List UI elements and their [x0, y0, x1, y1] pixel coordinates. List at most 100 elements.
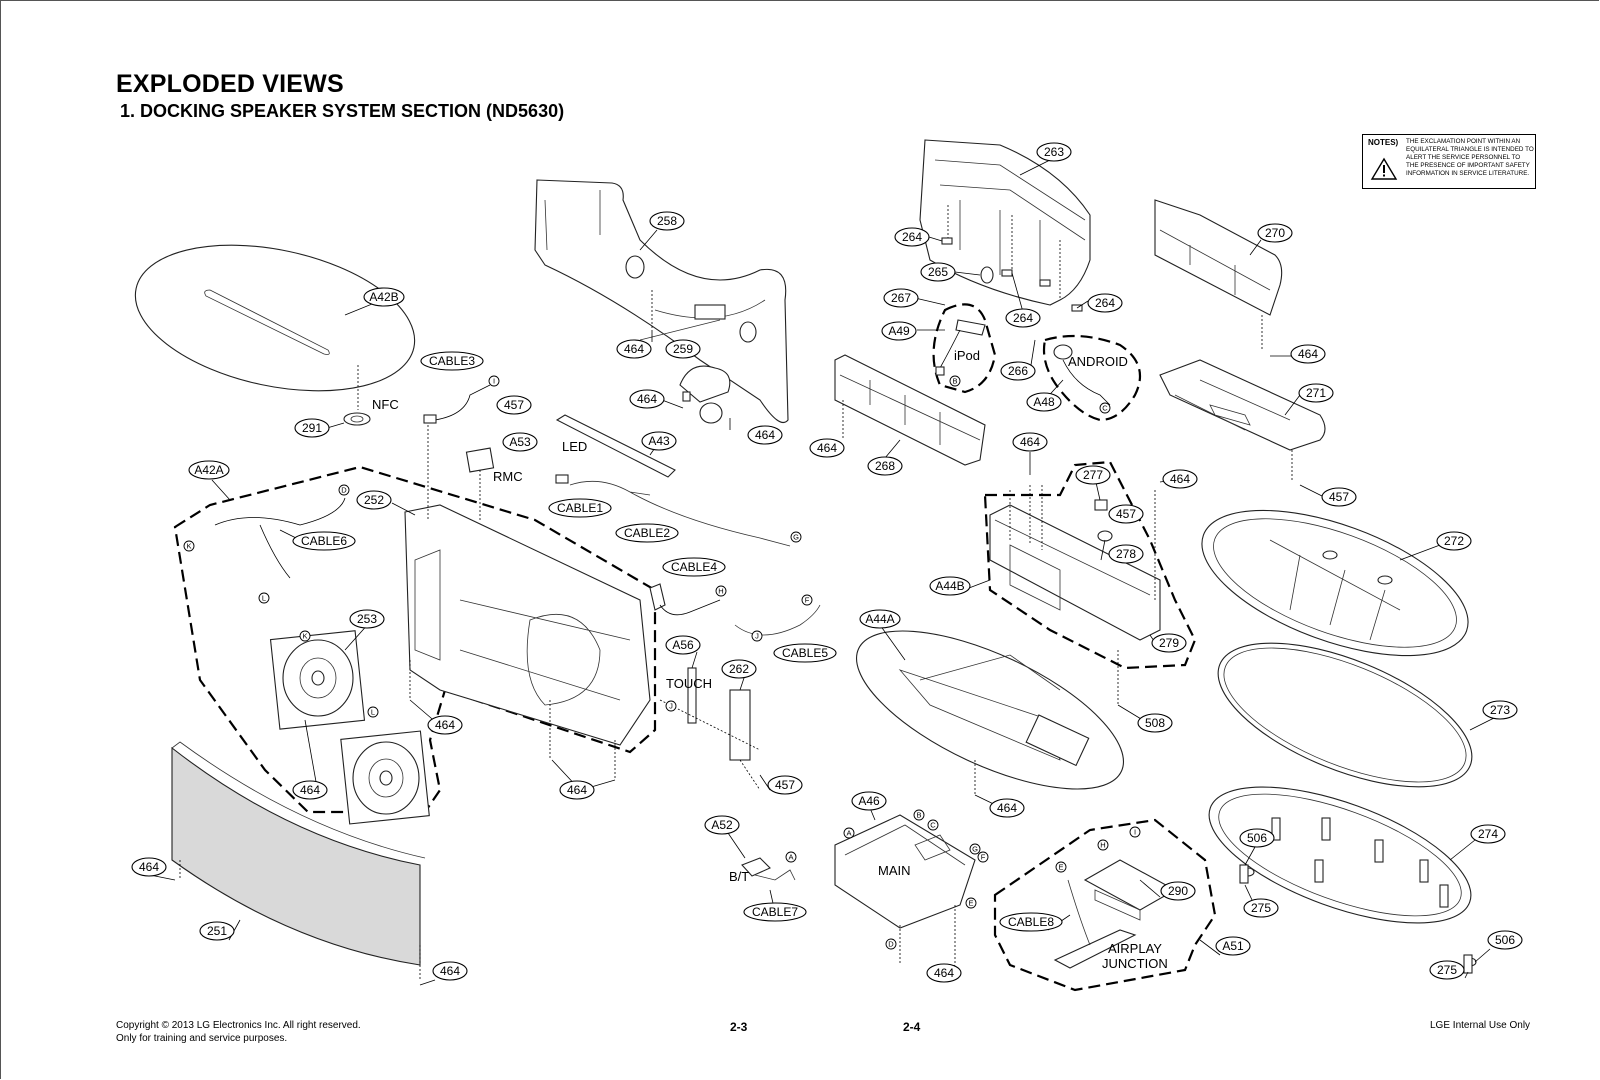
svg-text:B: B	[916, 811, 921, 820]
callout-a42b: A42B	[363, 287, 405, 307]
svg-text:CABLE6: CABLE6	[301, 534, 347, 548]
page-number-right: 2-4	[903, 1020, 921, 1034]
part-front-grille	[171, 741, 426, 980]
callout-275a: 275	[1243, 898, 1279, 918]
callout-464d: 464	[747, 425, 783, 445]
callout-265: 265	[920, 262, 956, 282]
marker-k-1: K	[183, 540, 195, 552]
marker-e-2: E	[1055, 861, 1067, 873]
svg-text:A52: A52	[711, 818, 733, 832]
part-main-board	[834, 814, 976, 965]
svg-text:L: L	[371, 708, 375, 717]
marker-j-1: J	[751, 630, 763, 642]
part-ipod-connector	[932, 303, 997, 394]
callout-a44a: A44A	[859, 609, 901, 629]
svg-text:A: A	[788, 853, 793, 862]
label-nfc: NFC	[372, 397, 399, 412]
marker-c-1: C	[1099, 402, 1111, 414]
svg-text:D: D	[341, 486, 347, 495]
svg-text:A43: A43	[648, 434, 670, 448]
callout-251: 251	[199, 921, 235, 941]
svg-text:457: 457	[1116, 507, 1136, 521]
part-cables-touch	[649, 583, 821, 791]
copyright-line-1: Copyright © 2013 LG Electronics Inc. All…	[116, 1020, 361, 1031]
leader-lines	[149, 159, 1495, 986]
footer-internal-use: LGE Internal Use Only	[1430, 1020, 1531, 1031]
part-front-bar-268	[834, 354, 986, 466]
svg-text:464: 464	[139, 860, 159, 874]
marker-i-2: I	[1129, 826, 1141, 838]
svg-text:C: C	[930, 821, 936, 830]
svg-text:A44B: A44B	[935, 579, 964, 593]
svg-text:F: F	[805, 596, 810, 605]
callout-464c: 464	[629, 389, 665, 409]
marker-d-2: D	[885, 938, 897, 950]
callout-506b: 506	[1487, 930, 1523, 950]
svg-text:263: 263	[1044, 145, 1064, 159]
svg-text:CABLE3: CABLE3	[429, 354, 475, 368]
svg-text:F: F	[981, 853, 986, 862]
part-rmc-board	[423, 384, 495, 520]
svg-text:464: 464	[624, 342, 644, 356]
marker-l-2: L	[367, 706, 379, 718]
warning-triangle-icon	[1370, 157, 1398, 180]
svg-text:464: 464	[300, 783, 320, 797]
part-base-274	[1208, 786, 1477, 967]
svg-text:A: A	[846, 829, 851, 838]
svg-text:464: 464	[435, 718, 455, 732]
label-bt: B/T	[729, 869, 749, 884]
marker-b-2: B	[913, 809, 925, 821]
svg-text:CABLE7: CABLE7	[752, 905, 798, 919]
svg-text:506: 506	[1495, 933, 1515, 947]
svg-text:258: 258	[657, 214, 677, 228]
page-title: EXPLODED VIEWS	[116, 70, 344, 98]
svg-text:264: 264	[1095, 296, 1115, 310]
svg-text:A42B: A42B	[369, 290, 398, 304]
svg-text:262: 262	[729, 662, 749, 676]
footer-copyright: Copyright © 2013 LG Electronics Inc. All…	[116, 1019, 361, 1045]
part-ring-273	[1217, 642, 1473, 788]
svg-text:279: 279	[1159, 636, 1179, 650]
svg-text:275: 275	[1251, 901, 1271, 915]
part-module-a44b	[983, 460, 1197, 705]
callout-290: 290	[1160, 881, 1196, 901]
svg-text:H: H	[718, 587, 723, 596]
callout-279: 279	[1151, 633, 1187, 653]
callout-457d: 457	[767, 775, 803, 795]
callout-464k: 464	[989, 798, 1025, 818]
svg-text:457: 457	[504, 398, 524, 412]
svg-text:274: 274	[1478, 827, 1498, 841]
svg-text:B: B	[952, 377, 957, 386]
part-top-cover	[134, 244, 416, 426]
callout-464b: 464	[1290, 344, 1326, 364]
marker-j-2: J	[665, 700, 677, 712]
svg-text:464: 464	[755, 428, 775, 442]
label-ipod: iPod	[954, 348, 980, 363]
callout-264c: 264	[1005, 308, 1041, 328]
svg-text:G: G	[793, 533, 799, 542]
part-foot-screws	[1239, 864, 1473, 974]
callout-268: 268	[867, 456, 903, 476]
svg-text:464: 464	[637, 392, 657, 406]
notes-box: NOTES) THE EXCLAMATION POINT WITHIN AN E…	[1362, 134, 1536, 189]
callout-cable3: CABLE3	[420, 351, 484, 371]
callout-291: 291	[294, 418, 330, 438]
svg-text:457: 457	[1329, 490, 1349, 504]
svg-text:CABLE4: CABLE4	[671, 560, 717, 574]
callout-273: 273	[1482, 700, 1518, 720]
callout-457b: 457	[1321, 487, 1357, 507]
svg-text:253: 253	[357, 612, 377, 626]
label-junction: JUNCTION	[1102, 956, 1168, 971]
callout-457c: 457	[1108, 504, 1144, 524]
svg-text:I: I	[1134, 828, 1136, 837]
callout-508: 508	[1137, 713, 1173, 733]
svg-text:464: 464	[817, 441, 837, 455]
notes-text: THE EXCLAMATION POINT WITHIN AN EQUILATE…	[1406, 138, 1534, 177]
svg-text:A49: A49	[888, 324, 910, 338]
callout-252: 252	[356, 490, 392, 510]
marker-a-1: A	[843, 827, 855, 839]
svg-text:E: E	[968, 899, 973, 908]
label-main: MAIN	[878, 863, 911, 878]
